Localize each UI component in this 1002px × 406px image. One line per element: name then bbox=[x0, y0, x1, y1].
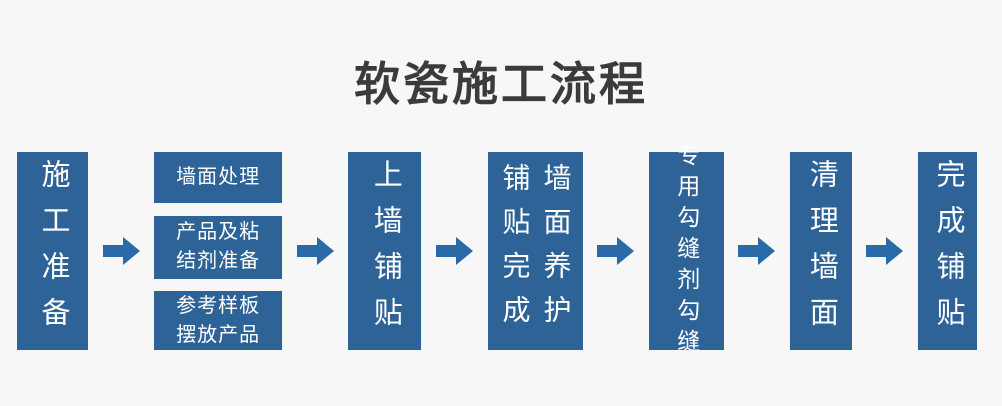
right-arrow-icon bbox=[738, 237, 776, 265]
substep-reference-sample-placement: 参考样板摆放产品 bbox=[154, 291, 283, 350]
right-arrow-icon bbox=[435, 237, 473, 265]
substep-label: 参考样板摆放产品 bbox=[176, 294, 261, 346]
flow-step-label: 清理墙面 bbox=[805, 159, 838, 343]
flow-step-clean-wall: 清理墙面 bbox=[789, 152, 852, 350]
dual-column-labels: 铺贴完成 墙面养护 bbox=[499, 163, 572, 339]
flow-step-wall-tiling: 上墙铺贴 bbox=[348, 152, 422, 350]
flow-step-special-grout: 专用勾缝剂勾缝 bbox=[648, 143, 724, 360]
flow-arrow-3 bbox=[421, 152, 487, 350]
substep-product-adhesive-prep: 产品及粘结剂准备 bbox=[154, 215, 283, 279]
flow-arrow-6 bbox=[852, 152, 918, 350]
flow-arrow-1 bbox=[88, 152, 154, 350]
flow-step-substeps: 墙面处理 产品及粘结剂准备 参考样板摆放产品 bbox=[154, 152, 283, 350]
right-arrow-icon bbox=[296, 237, 334, 265]
substep-label: 产品及粘结剂准备 bbox=[176, 221, 261, 272]
right-arrow-icon bbox=[597, 237, 635, 265]
flow-step-label: 上墙铺贴 bbox=[369, 159, 402, 343]
flow-step-construction-prep: 施工准备 bbox=[17, 152, 88, 350]
flow-arrow-5 bbox=[724, 152, 790, 350]
flow-step-tiling-complete-wall-curing: 铺贴完成 墙面养护 bbox=[487, 152, 583, 350]
flow-arrow-4 bbox=[583, 152, 649, 350]
column-wall-curing: 墙面养护 bbox=[540, 163, 572, 339]
flow-step-label: 施工准备 bbox=[37, 159, 69, 343]
flow-step-label: 专用勾缝剂勾缝 bbox=[673, 142, 700, 360]
substep-wall-surface-treatment: 墙面处理 bbox=[154, 152, 283, 203]
flow-arrow-2 bbox=[282, 152, 348, 350]
flow-step-finish-tiling: 完成铺贴 bbox=[918, 152, 978, 350]
process-flow: 施工准备 墙面处理 产品及粘结剂准备 参考样板摆放产品 上墙铺贴 bbox=[17, 143, 978, 360]
page-title: 软瓷施工流程 bbox=[354, 58, 648, 110]
right-arrow-icon bbox=[102, 237, 140, 265]
flow-step-label: 完成铺贴 bbox=[932, 159, 965, 343]
substep-label: 墙面处理 bbox=[176, 166, 261, 188]
column-tiling-complete: 铺贴完成 bbox=[499, 163, 531, 339]
right-arrow-icon bbox=[866, 237, 904, 265]
